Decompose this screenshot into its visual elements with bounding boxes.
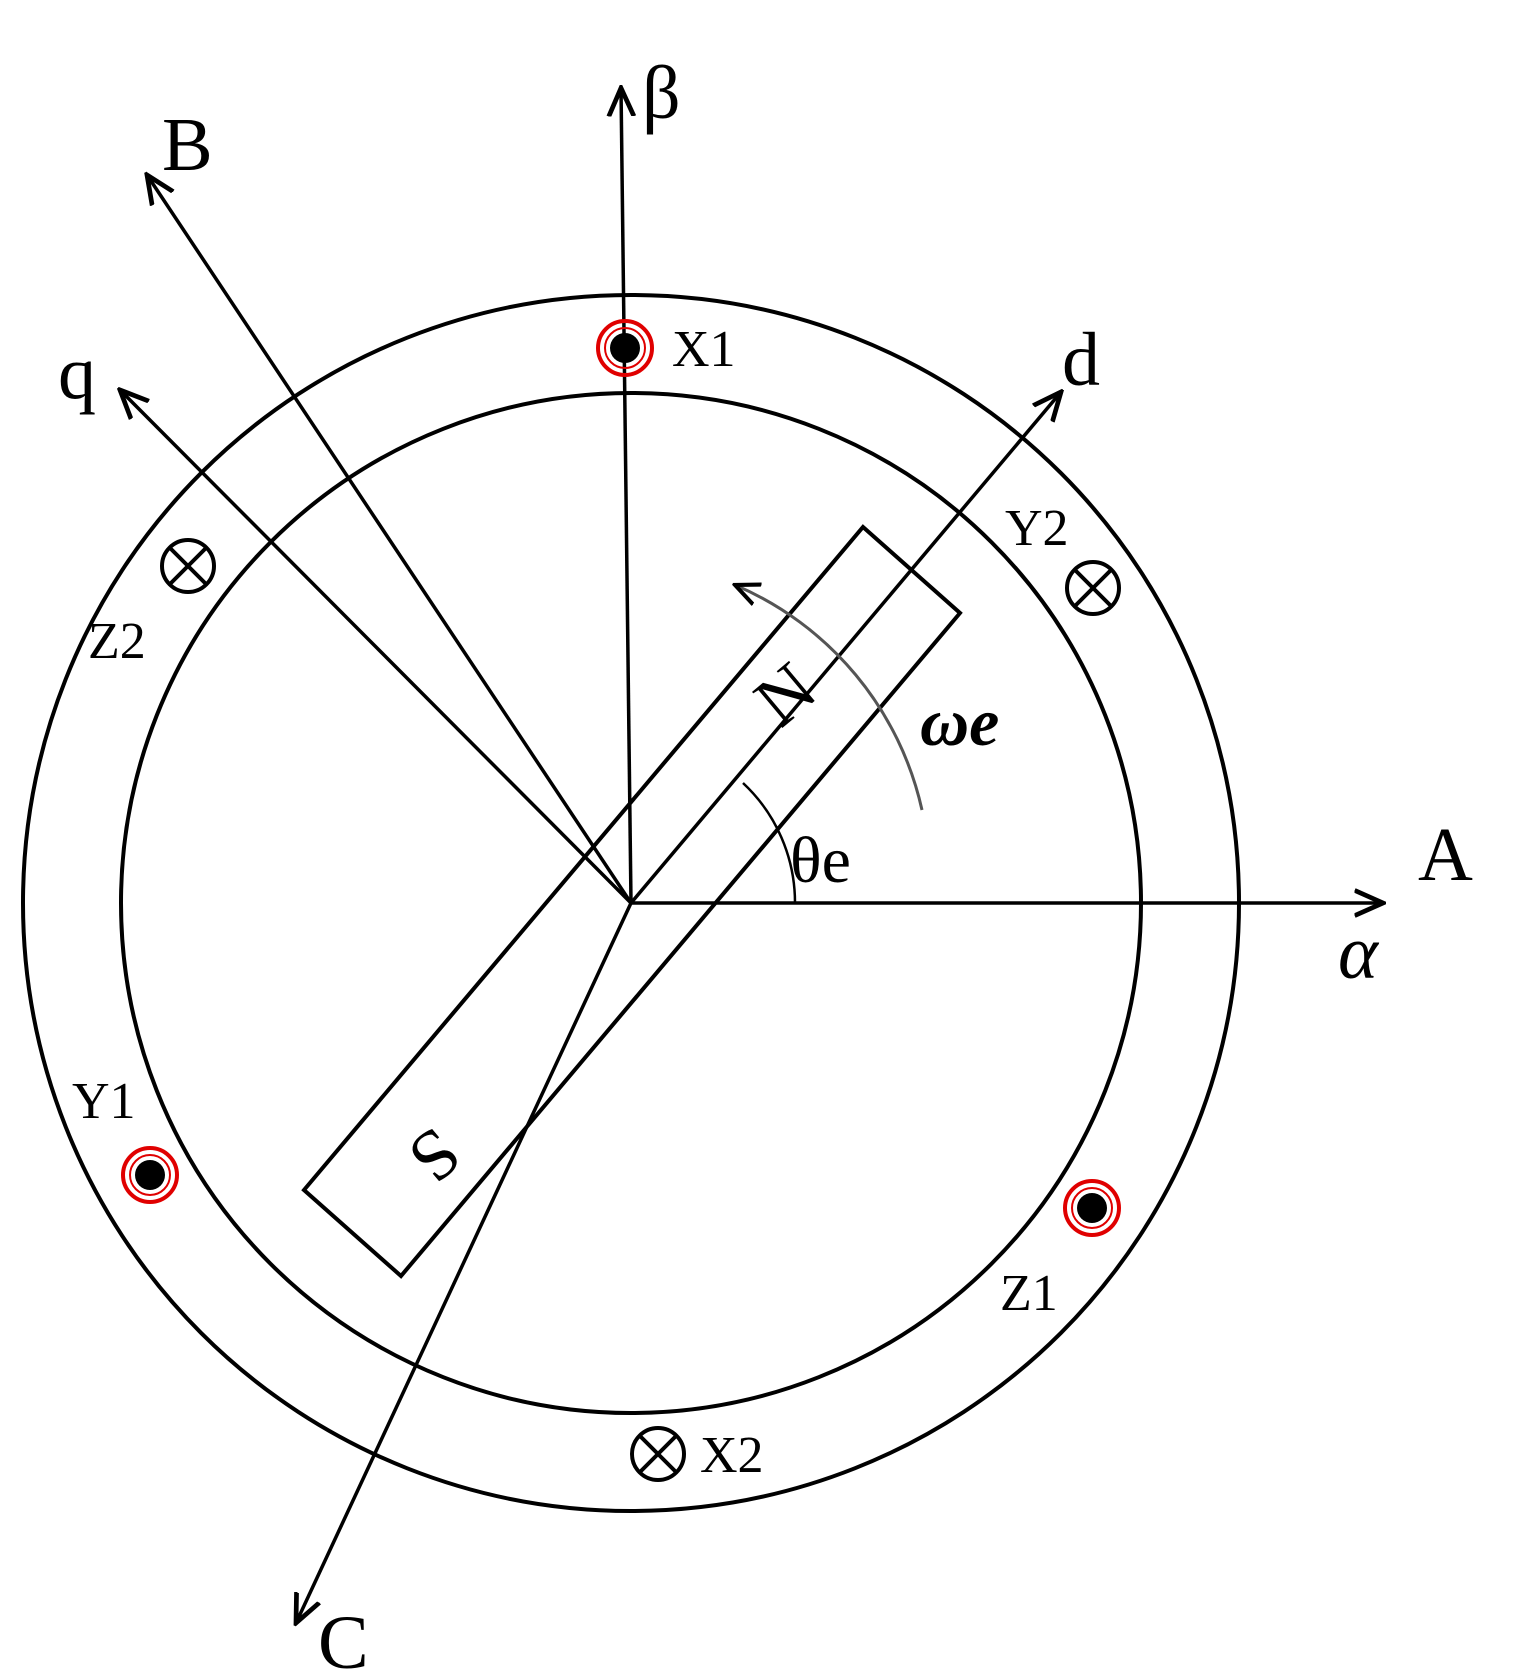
dot-in-circle-current-out-icon [1063, 1179, 1121, 1237]
cross-in-circle-current-in-icon [160, 538, 216, 594]
B-axis [147, 175, 633, 904]
dot-in-circle-current-out-icon [121, 1146, 179, 1204]
conductor-X1 [596, 319, 654, 377]
conductor-Z2 [160, 538, 216, 594]
q-axis [120, 390, 633, 905]
conductor-label-Y2: Y2 [1005, 500, 1069, 557]
cross-in-circle-current-in-icon [630, 1426, 686, 1482]
beta-axis [621, 88, 631, 904]
south-pole-label: S [394, 1112, 476, 1199]
axis-label-B: B [162, 103, 213, 187]
axis-label-q: q [58, 331, 96, 415]
axis-label-C: C [318, 1601, 369, 1680]
dot-conductor-ring [129, 1154, 171, 1196]
omega-rotation-arc [735, 585, 924, 811]
cross-stroke [638, 1434, 678, 1474]
conductor-label-X1: X1 [672, 321, 736, 378]
dot-in-circle-current-out-icon [596, 319, 654, 377]
dot-conductor-core [135, 1160, 165, 1190]
axis-label-d: d [1062, 318, 1100, 402]
conductor-Y1 [121, 1146, 179, 1204]
axis-label-beta: β [642, 51, 681, 135]
conductor-label-Z1: Z1 [1000, 1265, 1058, 1322]
conductor-Z1 [1063, 1179, 1121, 1237]
rotor-magnet [301, 524, 963, 1279]
cross-in-circle-current-in-icon [1065, 560, 1121, 616]
omega-e-label: ωe [920, 684, 999, 760]
dot-conductor-ring [604, 327, 646, 369]
cross-stroke [168, 546, 208, 586]
cross-stroke [1073, 568, 1113, 608]
C-axis [296, 902, 633, 1623]
d-axis [629, 392, 1061, 905]
conductor-Y2 [1065, 560, 1121, 616]
dot-conductor-core [1077, 1193, 1107, 1223]
theta-angle-arc [742, 782, 797, 904]
conductor-label-Y1: Y1 [72, 1073, 136, 1130]
conductor-X2 [630, 1426, 686, 1482]
conductor-label-X2: X2 [700, 1427, 764, 1484]
north-pole-label: N [740, 647, 831, 742]
axis-label-alpha: α [1338, 911, 1380, 995]
dot-conductor-ring [1071, 1187, 1113, 1229]
dot-conductor-core [610, 333, 640, 363]
conductor-label-Z2: Z2 [88, 613, 146, 670]
theta-e-label: θe [790, 824, 851, 897]
axis-label-A: A [1418, 813, 1473, 897]
